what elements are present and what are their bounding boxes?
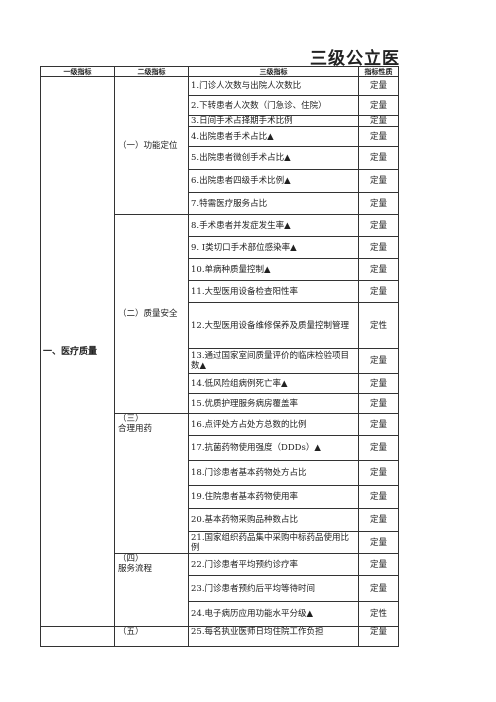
indicator-cell: 25.每名执业医师日均住院工作负担 (188, 626, 359, 647)
table-row: 一、医疗质量 （一）功能定位 1.门诊人次数与出院人次数比 定量 (40, 76, 399, 627)
table-row: 5.出院患者微创手术占比▲ 定量 (41, 146, 399, 170)
header-row: 一级指标 二级指标 三级指标 指标性质 (40, 66, 399, 77)
indicator-cell: 16.点评处方占处方总数的比例 (188, 413, 359, 436)
nature-cell: 定量 (358, 531, 399, 554)
indicator-cell: 4.出院患者手术占比▲ (188, 126, 359, 147)
nature-cell: 定量 (358, 192, 399, 215)
nature-cell: 定量 (358, 95, 399, 116)
indicator-cell: 23.门诊患者预约后平均等待时间 (188, 575, 359, 602)
indicator-cell: 21.国家组织药品集中采购中标药品使用比例 (188, 531, 359, 554)
indicator-cell: 20.基本药物采购品种数占比 (188, 508, 359, 532)
nature-cell: 定量 (358, 146, 399, 170)
table-row: 20.基本药物采购品种数占比 定量 (41, 508, 399, 532)
indicator-cell: 3.日间手术占择期手术比例 (188, 115, 359, 127)
table-row: （三） 合理用药 16.点评处方占处方总数的比例 定量 (41, 413, 399, 554)
nature-cell: 定量 (358, 575, 399, 602)
nature-cell: 定量 (358, 214, 399, 237)
table-row: （四） 服务流程 22.门诊患者平均预约诊疗率 定量 (41, 553, 399, 627)
table-row: 6.出院患者四级手术比例▲ 定量 (41, 169, 399, 193)
level1-medical-quality: 一、医疗质量 (40, 76, 115, 627)
indicator-cell: 15.优质护理服务病房覆盖率 (188, 393, 359, 414)
nature-cell: 定量 (358, 553, 399, 576)
nature-cell: 定量 (358, 169, 399, 193)
level2-drug: （三） 合理用药 (114, 413, 189, 554)
header-level3: 三级指标 (188, 66, 359, 77)
nature-cell: 定量 (358, 76, 399, 96)
indicator-cell: 12.大型医用设备维修保养及质量控制管理 (188, 302, 359, 349)
indicator-cell: 5.出院患者微创手术占比▲ (188, 146, 359, 170)
level2-safety: （二）质量安全 (114, 214, 189, 414)
page-title: 三级公立医 (310, 49, 400, 69)
table-row: 15.优质护理服务病房覆盖率 定量 (41, 393, 399, 414)
header-level2: 二级指标 (114, 66, 189, 77)
level2-service: （四） 服务流程 (114, 553, 189, 627)
indicator-cell: 2.下转患者人次数（门急诊、住院） (188, 95, 359, 116)
indicator-cell: 14.低风险组病例死亡率▲ (188, 373, 359, 394)
nature-cell: 定性 (358, 601, 399, 627)
level2-function: （一）功能定位 (114, 76, 189, 215)
indicator-table: 一级指标 二级指标 三级指标 指标性质 一、医疗质量 （一）功能定位 1.门诊人… (40, 66, 399, 647)
header-level1: 一级指标 (40, 66, 115, 77)
indicator-cell: 8.手术患者并发症发生率▲ (188, 214, 359, 237)
nature-cell: 定量 (358, 460, 399, 486)
nature-cell: 定量 (358, 393, 399, 414)
nature-cell: 定量 (358, 485, 399, 509)
indicator-cell: 19.住院患者基本药物使用率 (188, 485, 359, 509)
indicator-cell: 7.特需医疗服务占比 (188, 192, 359, 215)
nature-cell: 定量 (358, 126, 399, 147)
nature-cell: 定量 (358, 258, 399, 281)
nature-cell: 定量 (358, 236, 399, 259)
indicator-cell: 13.通过国家室间质量评价的临床检验项目数▲ (188, 348, 359, 374)
indicator-cell: 17.抗菌药物使用强度（DDDs）▲ (188, 435, 359, 461)
table-row: （五） 25.每名执业医师日均住院工作负担 定量 (40, 626, 399, 647)
nature-cell: 定量 (358, 280, 399, 303)
level1-next (40, 626, 115, 647)
indicator-cell: 9. I类切口手术部位感染率▲ (188, 236, 359, 259)
table-row: 21.国家组织药品集中采购中标药品使用比例 定量 (41, 531, 399, 554)
table-row: 10.单病种质量控制▲ 定量 (41, 258, 399, 281)
table-row: 24.电子病历应用功能水平分级▲ 定性 (41, 601, 399, 627)
nature-cell: 定量 (358, 373, 399, 394)
table-row: （二）质量安全 8.手术患者并发症发生率▲ 定量 (41, 214, 399, 414)
indicator-cell: 18.门诊患者基本药物处方占比 (188, 460, 359, 486)
nature-cell: 定量 (358, 435, 399, 461)
indicator-cell: 1.门诊人次数与出院人次数比 (188, 76, 359, 96)
indicator-cell: 24.电子病历应用功能水平分级▲ (188, 601, 359, 627)
table-row: 9. I类切口手术部位感染率▲ 定量 (41, 236, 399, 259)
table-row: 13.通过国家室间质量评价的临床检验项目数▲ 定量 (41, 348, 399, 374)
level2-next: （五） (114, 626, 189, 647)
header-nature: 指标性质 (358, 66, 399, 77)
indicator-cell: 11.大型医用设备检查阳性率 (188, 280, 359, 303)
indicator-cell: 6.出院患者四级手术比例▲ (188, 169, 359, 193)
table-row: 4.出院患者手术占比▲ 定量 (41, 126, 399, 147)
nature-cell: 定量 (358, 508, 399, 532)
nature-cell: 定量 (358, 626, 399, 647)
indicator-cell: 10.单病种质量控制▲ (188, 258, 359, 281)
nature-cell: 定性 (358, 302, 399, 349)
nature-cell: 定量 (358, 413, 399, 436)
nature-cell: 定量 (358, 348, 399, 374)
table-row: 23.门诊患者预约后平均等待时间 定量 (41, 575, 399, 602)
indicator-cell: 22.门诊患者平均预约诊疗率 (188, 553, 359, 576)
nature-cell: 定量 (358, 115, 399, 127)
table-row: 12.大型医用设备维修保养及质量控制管理 定性 (41, 302, 399, 349)
